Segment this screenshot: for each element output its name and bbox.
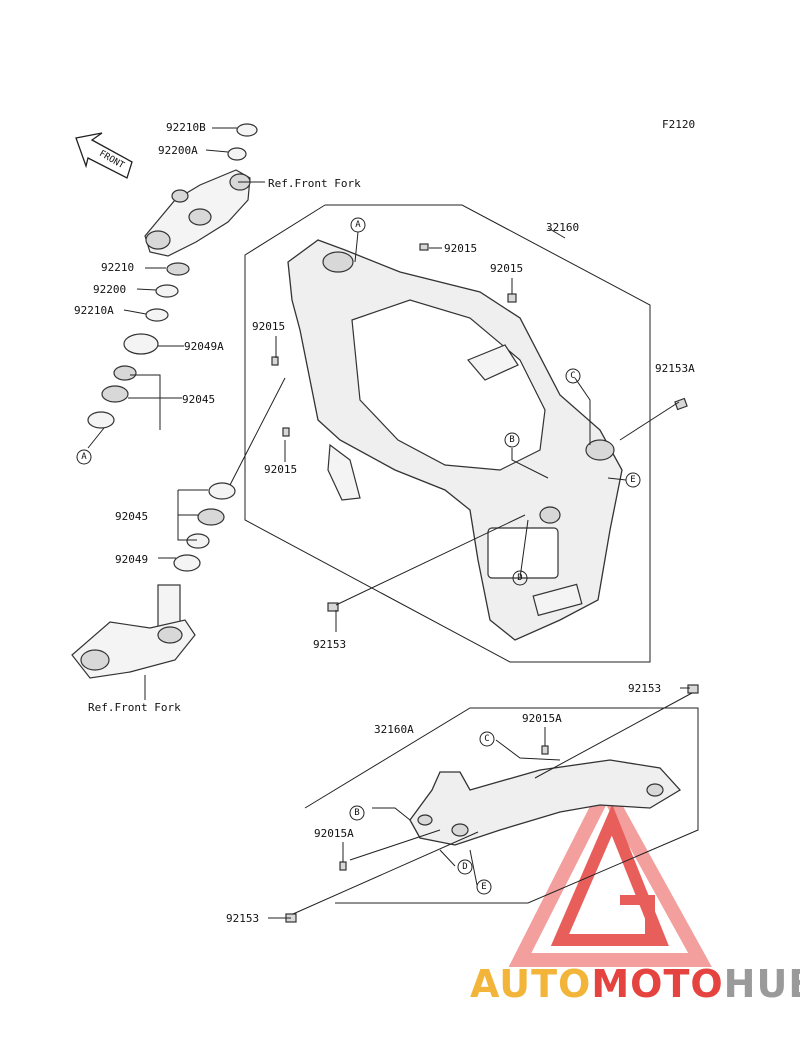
- part-92045-upper: 92045: [182, 393, 215, 406]
- front-arrow-icon: FRONT: [75, 132, 133, 179]
- frame-box: [244, 204, 651, 663]
- callout-d-sub: D: [457, 859, 473, 875]
- part-92015-b: 92015: [490, 262, 523, 275]
- part-32160: 32160: [546, 221, 579, 234]
- part-92153-mid: 92153: [313, 638, 346, 651]
- part-92200: 92200: [93, 283, 126, 296]
- callout-e-frame: E: [625, 472, 641, 488]
- part-32160A: 32160A: [374, 723, 414, 736]
- callout-c-frame: C: [565, 368, 581, 384]
- frame-bolts: [271, 243, 688, 612]
- ref-front-fork-top: Ref.Front Fork: [268, 177, 361, 190]
- callout-c-sub: C: [479, 731, 495, 747]
- part-92153-bottom: 92153: [226, 912, 259, 925]
- svg-text:D: D: [517, 573, 522, 583]
- subframe-leaders: [268, 687, 693, 919]
- callout-d-frame: D: [512, 570, 528, 586]
- subframe-box: [304, 707, 699, 904]
- figure-code: F2120: [662, 118, 695, 131]
- callout-b-sub: B: [349, 805, 365, 821]
- stem-leaders: [87, 127, 286, 700]
- watermark-text: AUTOMOTOHUB: [470, 962, 800, 1006]
- part-92015-d: 92015: [264, 463, 297, 476]
- part-92049A: 92049A: [184, 340, 224, 353]
- svg-text:E: E: [481, 882, 486, 892]
- frame-leaders: [275, 231, 680, 632]
- callout-a-left: A: [76, 449, 92, 465]
- stem-washers: [87, 123, 258, 572]
- svg-text:A: A: [355, 220, 361, 230]
- watermark-hub: HUB: [723, 962, 800, 1006]
- watermark-logo-icon: [508, 775, 712, 967]
- svg-text:E: E: [630, 475, 635, 485]
- part-92015A-left: 92015A: [314, 827, 354, 840]
- watermark-auto: AUTO: [470, 962, 592, 1006]
- part-92153-right: 92153: [628, 682, 661, 695]
- part-92045-lower: 92045: [115, 510, 148, 523]
- svg-text:C: C: [484, 734, 489, 744]
- callout-a-frame: A: [350, 217, 366, 233]
- svg-text:C: C: [570, 371, 575, 381]
- watermark-moto: MOTO: [591, 962, 724, 1006]
- upper-triple-clamp: [144, 169, 251, 257]
- main-frame: [287, 239, 623, 641]
- part-92015-c: 92015: [252, 320, 285, 333]
- lower-stem-clamp: [71, 584, 196, 679]
- part-92049: 92049: [115, 553, 148, 566]
- svg-text:B: B: [509, 435, 514, 445]
- svg-text:D: D: [462, 862, 467, 872]
- part-92153A: 92153A: [655, 362, 695, 375]
- part-92015-a: 92015: [444, 242, 477, 255]
- part-92015A-top: 92015A: [522, 712, 562, 725]
- ref-front-fork-bottom: Ref.Front Fork: [88, 701, 181, 714]
- part-92200A: 92200A: [158, 144, 198, 157]
- callout-b-frame: B: [504, 432, 520, 448]
- callout-e-sub: E: [476, 879, 492, 895]
- part-92210: 92210: [101, 261, 134, 274]
- svg-text:A: A: [81, 452, 87, 462]
- part-92210B: 92210B: [166, 121, 206, 134]
- svg-text:B: B: [354, 808, 359, 818]
- part-92210A: 92210A: [74, 304, 114, 317]
